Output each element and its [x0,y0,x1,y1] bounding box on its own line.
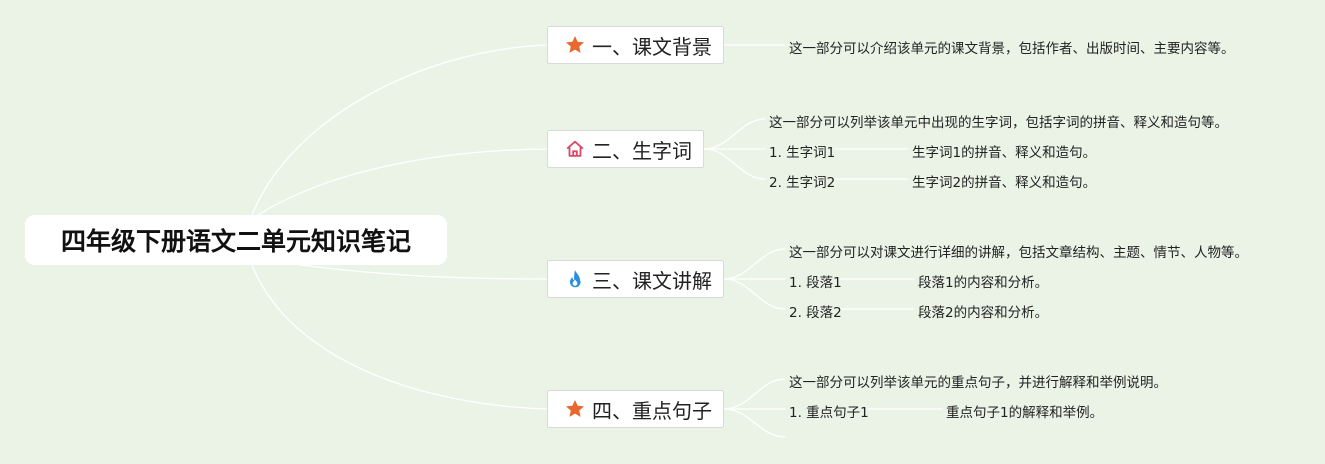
star-icon [564,398,586,420]
subtopic-detail: 重点句子1的解释和举例。 [946,405,1104,421]
connector-t2-desc [703,118,766,150]
connector-t3-desc [723,248,786,280]
connector-t3-item2 [723,278,786,310]
connector-root-topic-2 [257,148,548,216]
subtopic-detail: 生字词1的拼音、释义和造句。 [912,145,1097,161]
topic-description: 这一部分可以介绍该单元的课文背景，包括作者、出版时间、主要内容等。 [789,41,1235,57]
root-topic[interactable]: 四年级下册语文二单元知识笔记 [25,215,447,265]
subtopic-detail: 段落2的内容和分析。 [918,305,1049,321]
topic-new-words[interactable]: 二、生字词 [547,130,704,168]
topic-description: 这一部分可以列举该单元中出现的生字词，包括字词的拼音、释义和造句等。 [769,115,1228,131]
subtopic-label[interactable]: 1. 段落1 [789,275,842,291]
fire-icon [564,268,586,290]
subtopic-label[interactable]: 2. 生字词2 [769,175,836,191]
subtopic-detail: 段落1的内容和分析。 [918,275,1049,291]
topic-description: 这一部分可以列举该单元的重点句子，并进行解释和举例说明。 [789,375,1167,391]
connector-t2-item2 [703,148,766,180]
subtopic-label[interactable]: 2. 段落2 [789,305,842,321]
topic-text-explanation[interactable]: 三、课文讲解 [547,260,724,298]
connector-t4-desc [723,378,786,410]
topic-course-background[interactable]: 一、课文背景 [547,26,724,64]
subtopic-label[interactable]: 1. 重点句子1 [789,405,869,421]
home-icon [564,138,586,160]
subtopic-label[interactable]: 1. 生字词1 [769,145,836,161]
root-title: 四年级下册语文二单元知识笔记 [60,227,411,256]
connector-root-topic-1 [251,44,548,216]
topic-label: 二、生字词 [592,138,692,163]
topic-key-sentences[interactable]: 四、重点句子 [547,390,724,428]
topic-label: 一、课文背景 [592,34,712,59]
topic-description: 这一部分可以对课文进行详细的讲解，包括文章结构、主题、情节、人物等。 [789,245,1248,261]
connector-t4-empty [723,408,786,438]
connector-root-topic-4 [251,264,548,410]
connector-root-topic-3 [299,264,548,280]
subtopic-detail: 生字词2的拼音、释义和造句。 [912,175,1097,191]
topic-label: 四、重点句子 [592,398,712,423]
star-icon [564,34,586,56]
topic-label: 三、课文讲解 [592,268,712,293]
